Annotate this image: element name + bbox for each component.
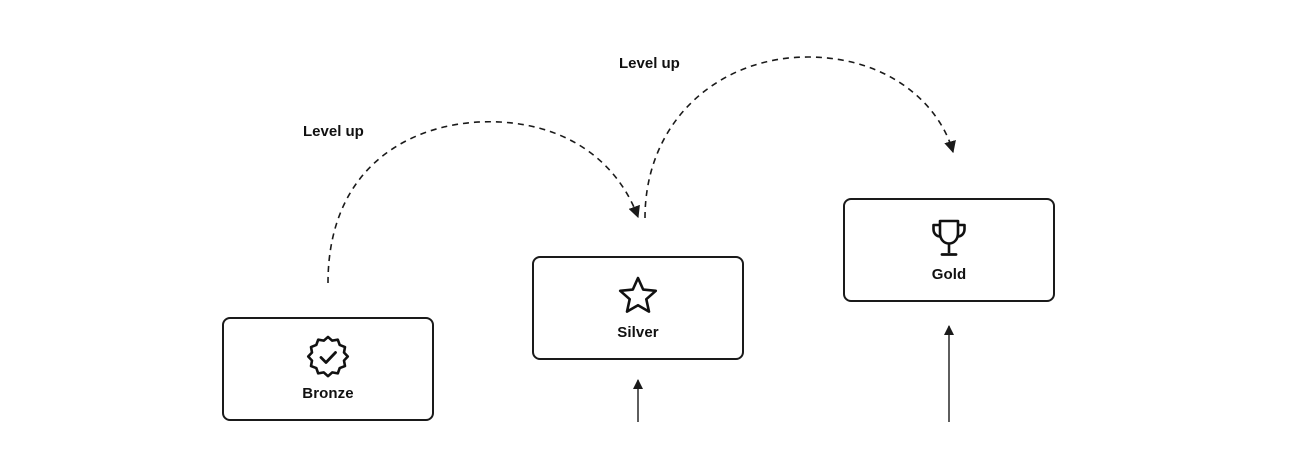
trophy-icon: [932, 219, 966, 256]
level-up-label-1: Level up: [303, 123, 364, 140]
tier-label-gold: Gold: [931, 266, 967, 283]
tier-card-gold: Gold: [843, 198, 1055, 302]
badge-check-icon: [306, 335, 350, 378]
tier-label-silver: Silver: [617, 324, 659, 341]
tier-card-silver: Silver: [532, 256, 744, 360]
tier-card-bronze: Bronze: [222, 317, 434, 421]
level-up-arc-silver-gold: [644, 56, 956, 219]
star-icon: [618, 276, 658, 313]
tier-label-bronze: Bronze: [302, 385, 354, 402]
level-up-label-2: Level up: [619, 55, 680, 72]
level-up-arc-bronze-silver: [327, 120, 640, 284]
